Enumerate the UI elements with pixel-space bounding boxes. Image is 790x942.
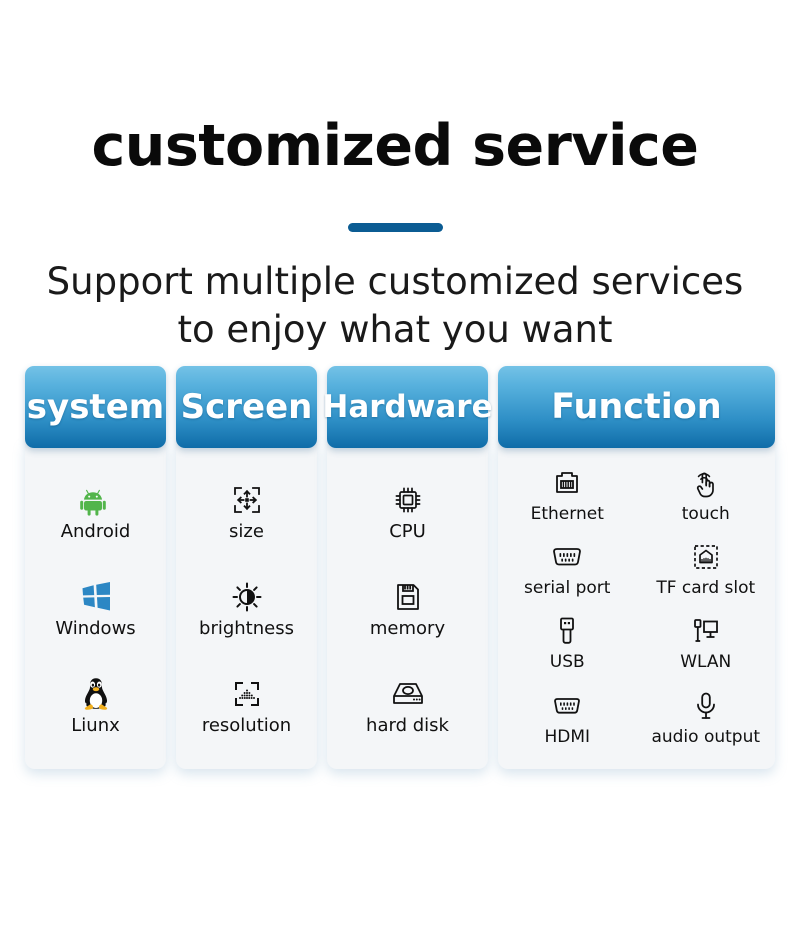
linux-penguin-icon — [82, 677, 110, 711]
feature-label-memory: memory — [369, 617, 446, 639]
card-body-function: Ethernet touch — [498, 442, 775, 769]
item-list-system: Android — [25, 464, 166, 755]
feature-label-ethernet: Ethernet — [530, 503, 604, 524]
audio-output-icon — [694, 689, 718, 723]
usb-icon — [556, 614, 578, 648]
feature-usb[interactable]: USB — [498, 614, 637, 673]
card-header-label-hardware: Hardware — [322, 388, 493, 425]
card-body-hardware: CPU memory — [327, 442, 488, 769]
card-screen: Screen — [176, 366, 317, 769]
card-header-label-function: Function — [551, 386, 722, 427]
feature-label-serial-port: serial port — [524, 578, 611, 599]
feature-label-wlan: WLAN — [680, 652, 732, 673]
resolution-frame-icon — [232, 677, 262, 711]
feature-wlan[interactable]: WLAN — [637, 614, 776, 673]
feature-touch[interactable]: touch — [637, 466, 776, 525]
hard-disk-icon — [392, 677, 424, 711]
item-list-hardware: CPU memory — [327, 464, 488, 755]
feature-label-linux: Liunx — [71, 714, 120, 736]
feature-tf-card-slot[interactable]: TF card slot — [637, 540, 776, 599]
feature-serial-port[interactable]: serial port — [498, 540, 637, 599]
feature-label-resolution: resolution — [201, 714, 292, 736]
card-hardware: Hardware — [322, 366, 493, 769]
feature-windows[interactable]: Windows — [25, 580, 166, 640]
wlan-icon — [691, 614, 721, 648]
cpu-chip-icon — [393, 483, 423, 517]
card-header-hardware: Hardware — [322, 366, 493, 448]
feature-label-brightness: brightness — [199, 617, 294, 639]
feature-hard-disk[interactable]: hard disk — [327, 677, 488, 737]
memory-card-icon — [394, 580, 422, 614]
spec-cards-row: system — [25, 366, 775, 769]
card-header-function: Function — [498, 366, 775, 448]
windows-icon — [80, 580, 112, 614]
serial-port-icon — [550, 540, 584, 574]
card-header-screen: Screen — [176, 366, 317, 448]
card-header-label-system: system — [26, 387, 165, 427]
feature-label-hdmi: HDMI — [544, 726, 591, 747]
feature-brightness[interactable]: brightness — [176, 580, 317, 640]
feature-label-windows: Windows — [55, 617, 136, 639]
feature-ethernet[interactable]: Ethernet — [498, 466, 637, 525]
feature-label-audio-output: audio output — [651, 726, 761, 747]
feature-android[interactable]: Android — [25, 483, 166, 543]
resize-arrows-icon — [232, 483, 262, 517]
card-body-system: Android — [25, 442, 166, 769]
feature-hdmi[interactable]: HDMI — [498, 689, 637, 748]
tf-card-slot-icon — [692, 540, 720, 574]
ethernet-port-icon — [553, 466, 581, 500]
subtitle-line-1: Support multiple customized services — [46, 260, 744, 303]
feature-memory[interactable]: memory — [327, 580, 488, 640]
feature-label-touch: touch — [681, 503, 730, 524]
feature-audio-output[interactable]: audio output — [637, 689, 776, 748]
header-block: customized service Support multiple cust… — [0, 118, 790, 354]
feature-size[interactable]: size — [176, 483, 317, 543]
feature-label-hard-disk: hard disk — [366, 714, 449, 736]
hdmi-port-icon — [551, 689, 583, 723]
title-divider — [347, 223, 443, 232]
android-icon — [79, 483, 112, 517]
feature-label-android: Android — [60, 520, 131, 542]
item-grid-function: Ethernet touch — [498, 458, 775, 755]
feature-cpu[interactable]: CPU — [327, 483, 488, 543]
card-header-system: system — [25, 366, 166, 448]
feature-label-size: size — [229, 520, 264, 542]
card-system: system — [25, 366, 166, 769]
page-title: customized service — [91, 113, 699, 179]
card-header-label-screen: Screen — [180, 387, 313, 427]
feature-label-tf-card-slot: TF card slot — [656, 578, 756, 599]
card-body-screen: size — [176, 442, 317, 769]
page-subtitle: Support multiple customized services to … — [0, 258, 790, 354]
subtitle-line-2: to enjoy what you want — [177, 308, 613, 352]
item-list-screen: size — [176, 464, 317, 755]
card-function: Function — [498, 366, 775, 769]
feature-linux[interactable]: Liunx — [25, 677, 166, 737]
feature-label-cpu: CPU — [389, 520, 426, 542]
brightness-sun-icon — [232, 580, 262, 614]
feature-label-usb: USB — [549, 652, 585, 673]
touch-hand-icon — [692, 466, 720, 500]
feature-resolution[interactable]: resolution — [176, 677, 317, 737]
